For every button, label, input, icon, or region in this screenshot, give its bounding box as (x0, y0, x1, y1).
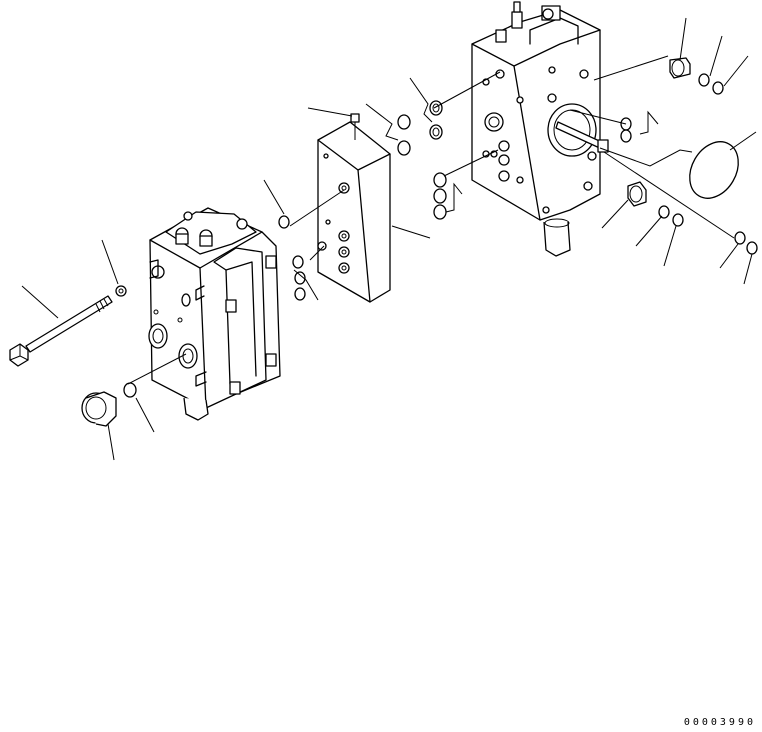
o-ring (658, 205, 670, 219)
right-valve-body (471, 1, 609, 257)
plug-upper-right (669, 57, 691, 79)
o-ring (433, 188, 447, 204)
middle-plate (317, 121, 391, 303)
o-ring (294, 287, 306, 301)
o-ring (123, 382, 137, 398)
o-ring (734, 231, 746, 245)
left-valve-body (148, 207, 281, 421)
o-ring (433, 172, 447, 188)
o-ring (698, 73, 710, 87)
o-ring (397, 140, 411, 156)
leader-lines (21, 17, 757, 461)
o-ring (294, 271, 306, 285)
washer (115, 285, 127, 297)
o-ring (712, 81, 724, 95)
plug-cap (81, 391, 117, 427)
set-screw (350, 113, 360, 140)
o-ring (429, 100, 443, 116)
o-ring (746, 241, 758, 255)
o-ring (429, 124, 443, 140)
o-ring (292, 255, 304, 269)
plug-lower-right (627, 181, 647, 207)
o-ring (433, 204, 447, 220)
large-o-ring (689, 141, 739, 199)
o-ring (672, 213, 684, 227)
long-bolt (9, 295, 113, 367)
o-ring (397, 114, 411, 130)
o-ring (620, 129, 632, 143)
drawing-number: 00003990 (683, 717, 756, 728)
o-ring (278, 215, 290, 229)
